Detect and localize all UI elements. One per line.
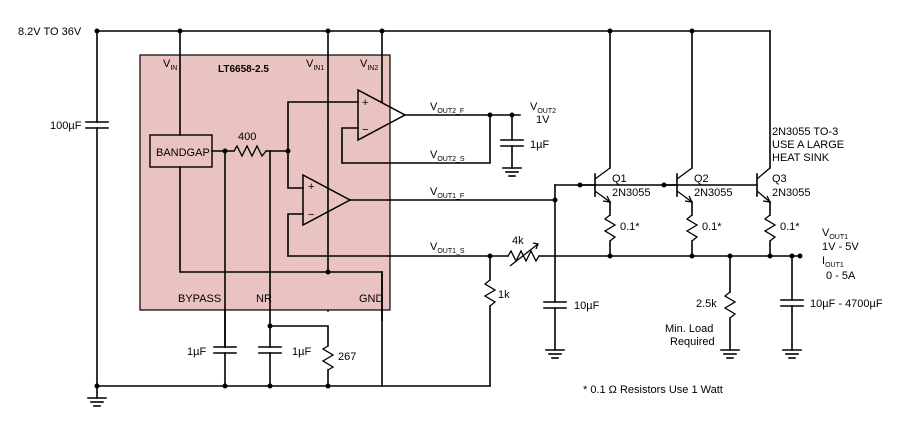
q1-label: Q1 (612, 173, 627, 185)
q3-label: Q3 (772, 173, 787, 185)
pin-vin-sub: IN (170, 65, 177, 72)
iout1-range: 0 - 5A (826, 270, 856, 282)
q1-type: 2N3055 (612, 187, 651, 199)
svg-text:VOUT1_F: VOUT1_F (430, 186, 464, 200)
emitter-resistor-q3 (763, 214, 777, 242)
pin-vin2-label: V (360, 58, 368, 70)
vout1-label: V (822, 227, 830, 239)
vout1-sub: OUT1 (829, 234, 848, 241)
transistor-q3 (756, 167, 772, 203)
ground-icon (87, 385, 107, 407)
svg-text:VOUT2: VOUT2 (530, 101, 556, 115)
capacitor-10uf-label: 10µF (574, 300, 600, 312)
svg-text:−: − (308, 209, 314, 221)
nr-capacitor-label: 1µF (292, 346, 311, 358)
emitter-resistor-q3-label: 0.1* (780, 221, 800, 233)
pin-nr-label: NR (256, 293, 272, 305)
q3-type: 2N3055 (772, 187, 811, 199)
footnote: * 0.1 Ω Resistors Use 1 Watt (583, 384, 723, 396)
output-capacitor-label: 10µF - 4700µF (810, 298, 883, 310)
input-capacitor (85, 30, 109, 387)
svg-text:VOUT1: VOUT1 (822, 227, 848, 241)
resistor-267-label: 267 (338, 351, 356, 363)
emitter-resistor-q1-label: 0.1* (620, 221, 640, 233)
min-load-line-2: Required (670, 336, 715, 348)
resistor-267 (321, 345, 335, 371)
svg-text:+: + (308, 181, 314, 193)
bypass-capacitor-label: 1µF (187, 346, 206, 358)
pin-vout1f-label: V (430, 186, 438, 198)
resistor-2-5k-label: 2.5k (696, 298, 717, 310)
q3-note-1: 2N3055 TO-3 (772, 126, 838, 138)
svg-text:IOUT1: IOUT1 (822, 255, 844, 269)
min-load-line-1: Min. Load (665, 323, 713, 335)
resistor-400-label: 400 (238, 131, 256, 143)
ic-body (139, 54, 391, 311)
svg-text:VOUT1_S: VOUT1_S (430, 241, 465, 255)
svg-text:VOUT2_F: VOUT2_F (430, 101, 464, 115)
pin-vin1-sub: IN1 (313, 65, 324, 72)
vout2-value: 1V (536, 114, 550, 126)
pin-vout2s-sub: OUT2_S (437, 156, 465, 163)
iout1-label: I (822, 255, 825, 267)
pin-gnd-label: GND (359, 293, 384, 305)
emitter-resistor-q2-label: 0.1* (702, 221, 722, 233)
q3-note-3: HEAT SINK (772, 152, 830, 164)
svg-text:VIN2: VIN2 (360, 58, 378, 72)
svg-text:VIN1: VIN1 (306, 58, 324, 72)
pin-vout2s-label: V (430, 149, 438, 161)
pin-vout1f-sub: OUT1_F (437, 193, 464, 200)
q2-type: 2N3055 (694, 187, 733, 199)
emitter-resistor-q1 (603, 214, 617, 242)
svg-text:VIN: VIN (163, 58, 177, 72)
potentiometer-4k-label: 4k (512, 235, 524, 247)
ground-bus (96, 383, 491, 389)
vout2-label: V (530, 101, 538, 113)
vout2-capacitor-label: 1µF (530, 139, 549, 151)
ground-icon (545, 349, 565, 359)
supply-rail (94, 28, 771, 34)
ground-icon (782, 349, 802, 359)
resistor-2-5k (723, 291, 737, 319)
supply-label: 8.2V TO 36V (18, 26, 82, 38)
svg-text:+: + (362, 97, 368, 109)
pin-vout1s-sub: OUT1_S (437, 248, 465, 255)
bandgap-label: BANDGAP (156, 147, 210, 159)
pin-vout2f-sub: OUT2_F (437, 108, 464, 115)
pin-vin1-label: V (306, 58, 314, 70)
input-capacitor-label: 100µF (50, 120, 82, 132)
pin-vin-label: V (163, 58, 171, 70)
pin-vout1s-label: V (430, 241, 438, 253)
resistor-400 (233, 144, 267, 158)
resistor-1k-label: 1k (498, 289, 510, 301)
svg-text:−: − (362, 124, 368, 136)
vout2-sub: OUT2 (537, 108, 556, 115)
q2-label: Q2 (694, 173, 709, 185)
opamp-1 (302, 173, 352, 227)
pin-vout2f-label: V (430, 101, 438, 113)
iout1-sub: OUT1 (825, 262, 844, 269)
emitter-resistor-q2 (685, 214, 699, 242)
ground-icon (720, 349, 740, 359)
ic-part-number: LT6658-2.5 (218, 64, 269, 75)
svg-text:VOUT2_S: VOUT2_S (430, 149, 465, 163)
resistor-1k (483, 279, 497, 307)
q3-note-2: USE A LARGE (772, 139, 844, 151)
ground-icon (502, 167, 522, 177)
vout1-range: 1V - 5V (822, 241, 859, 253)
pin-bypass-label: BYPASS (178, 293, 221, 305)
pin-vin2-sub: IN2 (367, 65, 378, 72)
